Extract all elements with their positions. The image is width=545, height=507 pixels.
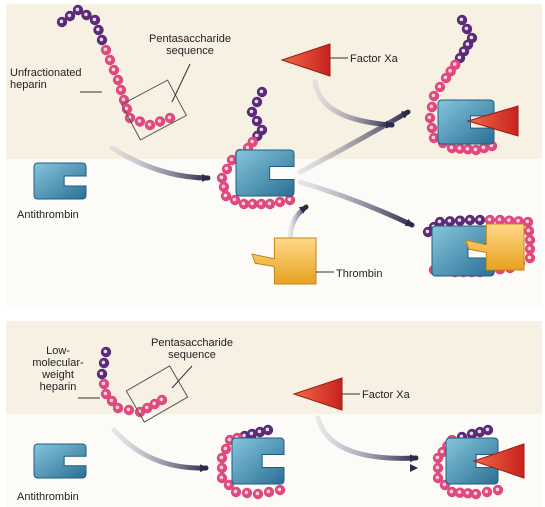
pentasaccharide-leader	[171, 365, 193, 389]
thrombin-icon	[251, 237, 317, 285]
factor-xa-label: Factor Xa	[350, 53, 399, 65]
factor-xa-label: Factor Xa	[362, 389, 411, 401]
heparin-chain-icon	[216, 424, 286, 500]
pentasaccharide-box	[125, 365, 189, 423]
factor-xa-icon	[280, 43, 331, 77]
antithrombin-icon	[231, 437, 285, 485]
arrow-icon	[109, 145, 211, 182]
arrow-icon	[297, 109, 411, 175]
heparin-chain-icon	[216, 86, 296, 210]
arrow-icon	[111, 427, 209, 473]
heparin-chain-icon	[56, 4, 176, 131]
heparin-chain-icon	[96, 346, 168, 418]
heparin-chain-icon	[424, 14, 498, 156]
pentasaccharide-box	[120, 79, 188, 141]
antithrombin-icon	[33, 443, 87, 479]
arrow-icon	[297, 179, 415, 228]
factor-xa-icon	[472, 443, 525, 479]
antithrombin-icon	[437, 99, 495, 145]
antithrombin-label: Antithrombin	[17, 209, 79, 221]
thrombin-icon	[465, 223, 525, 271]
antithrombin-icon	[33, 162, 87, 200]
pentasaccharide-leader	[171, 63, 191, 103]
antithrombin-icon	[445, 437, 499, 485]
thrombin-label: Thrombin	[336, 268, 382, 280]
arrow-icon	[312, 79, 395, 129]
arrow-icon	[315, 415, 419, 463]
arrow-icon	[287, 204, 309, 243]
panel-bottom-upper-band	[6, 321, 542, 414]
antithrombin-icon	[235, 149, 295, 197]
heparin-chain-icon	[432, 424, 504, 500]
antithrombin-label: Antithrombin	[17, 491, 79, 503]
factor-xa-icon	[466, 105, 519, 137]
